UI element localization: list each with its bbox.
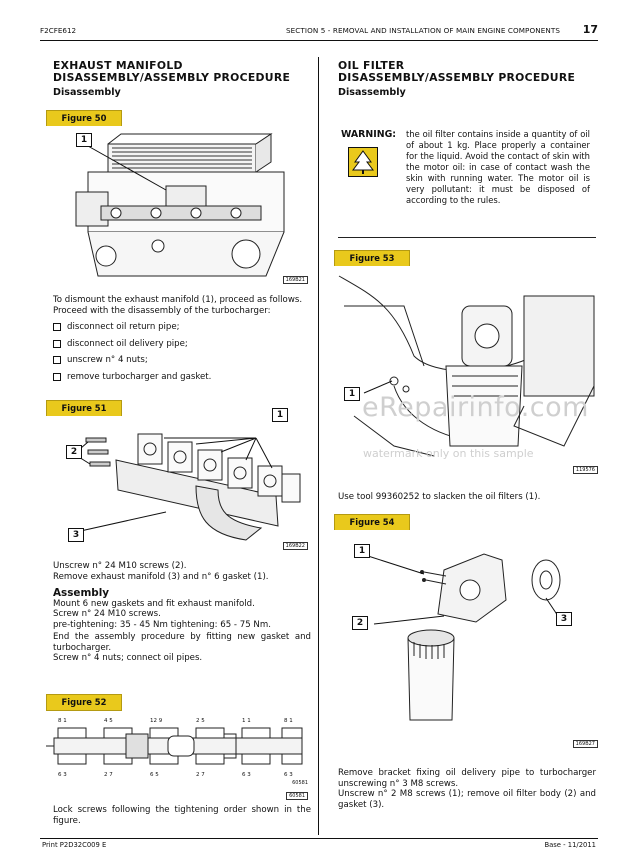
assembly-line-1: Mount 6 new gaskets and fit exhaust mani… (53, 598, 255, 609)
watermark-main: eRepairinfo.com (362, 392, 589, 423)
figure-54-image: 1 2 3 169B27 (334, 530, 600, 750)
figure-50-label: Figure 50 (46, 110, 122, 127)
figure-51-label: Figure 51 (46, 400, 122, 417)
intro-line-2: Proceed with the disassembly of the turb… (53, 305, 271, 316)
figure-50-image: 1 169B21 (46, 126, 310, 286)
svg-text:12 9: 12 9 (150, 718, 163, 724)
remove-line: Remove exhaust manifold (3) and n° 6 gas… (53, 571, 269, 582)
svg-text:1 1: 1 1 (242, 718, 251, 724)
tightening-order-drawing: 8 1 4 5 12 9 2 5 1 1 8 1 6 3 2 7 6 5 2 7 6 3 6 3 (46, 718, 303, 778)
checkbox-icon (53, 372, 61, 381)
bullet-item: remove turbocharger and gasket. (53, 372, 311, 383)
exhaust-subtitle: Disassembly (53, 87, 121, 98)
assembly-line-4: End the assembly procedure by fitting ne… (53, 632, 311, 653)
oil-filter-title-2: DISASSEMBLY/ASSEMBLY PROCEDURE (338, 71, 576, 84)
fig51-text: Unscrew n° 24 M10 screws (2). Remove exh… (53, 561, 311, 664)
warning-text: the oil filter contains inside a quantit… (406, 129, 590, 205)
oil-filter-drawing (338, 275, 595, 457)
left-column-head: EXHAUST MANIFOLD DISASSEMBLY/ASSEMBLY PR… (53, 60, 311, 99)
svg-text:6 3: 6 3 (242, 772, 251, 778)
oil-filter-subtitle: Disassembly (338, 87, 406, 98)
figure-51-callout-1: 1 (272, 408, 288, 422)
unscrew-line: Unscrew n° 24 M10 screws (2). (53, 561, 187, 571)
engine-drawing (75, 133, 285, 277)
figure-51-image: 1 2 3 169B22 (46, 408, 310, 552)
assembly-line-2: Screw n° 24 M10 screws. (53, 609, 161, 619)
exhaust-title-1: EXHAUST MANIFOLD (53, 59, 183, 72)
assembly-title: Assembly (53, 587, 110, 599)
figure-54-label: Figure 54 (334, 514, 410, 531)
bullet-item: unscrew n° 4 nuts; (53, 355, 311, 366)
svg-text:6 5: 6 5 (150, 772, 159, 778)
section-title: SECTION 5 - REMOVAL AND INSTALLATION OF … (286, 26, 560, 35)
figure-53-image: 1 119576 (334, 266, 600, 476)
figure-51-callout-2: 2 (66, 445, 82, 459)
exhaust-intro: To dismount the exhaust manifold (1), pr… (53, 295, 311, 388)
header-rule (40, 40, 598, 41)
figure-54-callout-1: 1 (354, 544, 370, 558)
warning-block: WARNING: the oil filter contains inside … (338, 125, 596, 238)
figure-52-image: 8 1 4 5 12 9 2 5 1 1 8 1 6 3 2 7 6 5 2 7 6 3 6 3… (46, 712, 310, 802)
checkbox-icon (53, 356, 61, 365)
figure-51-code: 169B22 (282, 542, 308, 550)
checkbox-icon (53, 339, 61, 348)
svg-text:4 5: 4 5 (104, 718, 113, 724)
svg-text:6 3: 6 3 (284, 772, 293, 778)
checkbox-icon (53, 323, 61, 332)
svg-text:2 7: 2 7 (196, 772, 205, 778)
figure-54-callout-2: 2 (352, 616, 368, 630)
print-code: Print P2D32C009 E (42, 841, 107, 849)
svg-text:6 3: 6 3 (58, 772, 67, 778)
fig52-text: Lock screws following the tightening ord… (53, 805, 311, 826)
svg-text:8 1: 8 1 (58, 718, 67, 724)
figure-51-callout-3: 3 (68, 528, 84, 542)
warning-pollutant-icon (348, 147, 378, 177)
figure-53-callout-1: 1 (344, 387, 360, 401)
svg-text:8 1: 8 1 (284, 718, 293, 724)
watermark-sub: watermark only on this sample (363, 447, 534, 460)
edition-date: Base - 11/2011 (544, 841, 596, 849)
page-header: F2CFE612 SECTION 5 - REMOVAL AND INSTALL… (40, 23, 598, 40)
page-number: 17 (582, 23, 598, 36)
figure-54-callout-3: 3 (556, 612, 572, 626)
right-column-head: OIL FILTER DISASSEMBLY/ASSEMBLY PROCEDUR… (338, 60, 596, 99)
filter-body-drawing (367, 553, 561, 721)
figure-52-label: Figure 52 (46, 694, 122, 711)
figure-52-code: 60581 (286, 792, 308, 800)
doc-code: F2CFE612 (40, 26, 77, 35)
svg-text:2 7: 2 7 (104, 772, 113, 778)
figure-53-label: Figure 53 (334, 250, 410, 267)
warning-label: WARNING: (341, 129, 397, 140)
figure-54-code: 169B27 (572, 740, 598, 748)
figure-50-callout-1: 1 (76, 133, 92, 147)
fig53-text: Use tool 99360252 to slacken the oil fil… (338, 492, 541, 502)
fig54-text: Remove bracket fixing oil delivery pipe … (338, 768, 596, 810)
oil-filter-title-1: OIL FILTER (338, 59, 405, 72)
figure-50-code: 169B21 (282, 276, 308, 284)
bullet-item: disconnect oil delivery pipe; (53, 339, 311, 350)
figure-52-code-top: 60581 (292, 780, 308, 786)
intro-line-1: To dismount the exhaust manifold (1), pr… (53, 295, 303, 305)
exhaust-title-2: DISASSEMBLY/ASSEMBLY PROCEDURE (53, 71, 291, 84)
assembly-line-5: Screw n° 4 nuts; connect oil pipes. (53, 653, 203, 663)
svg-text:2 5: 2 5 (196, 718, 205, 724)
column-divider (318, 57, 319, 835)
footer-rule (40, 838, 598, 839)
assembly-line-3: pre-tightening: 35 - 45 Nm tightening: 6… (53, 619, 271, 630)
figure-53-code: 119576 (572, 466, 598, 474)
bracket-line: Remove bracket fixing oil delivery pipe … (338, 768, 596, 789)
bullet-item: disconnect oil return pipe; (53, 322, 311, 333)
manifold-drawing (73, 433, 301, 541)
unscrew-filter-line: Unscrew n° 2 M8 screws (1); remove oil f… (338, 789, 596, 810)
